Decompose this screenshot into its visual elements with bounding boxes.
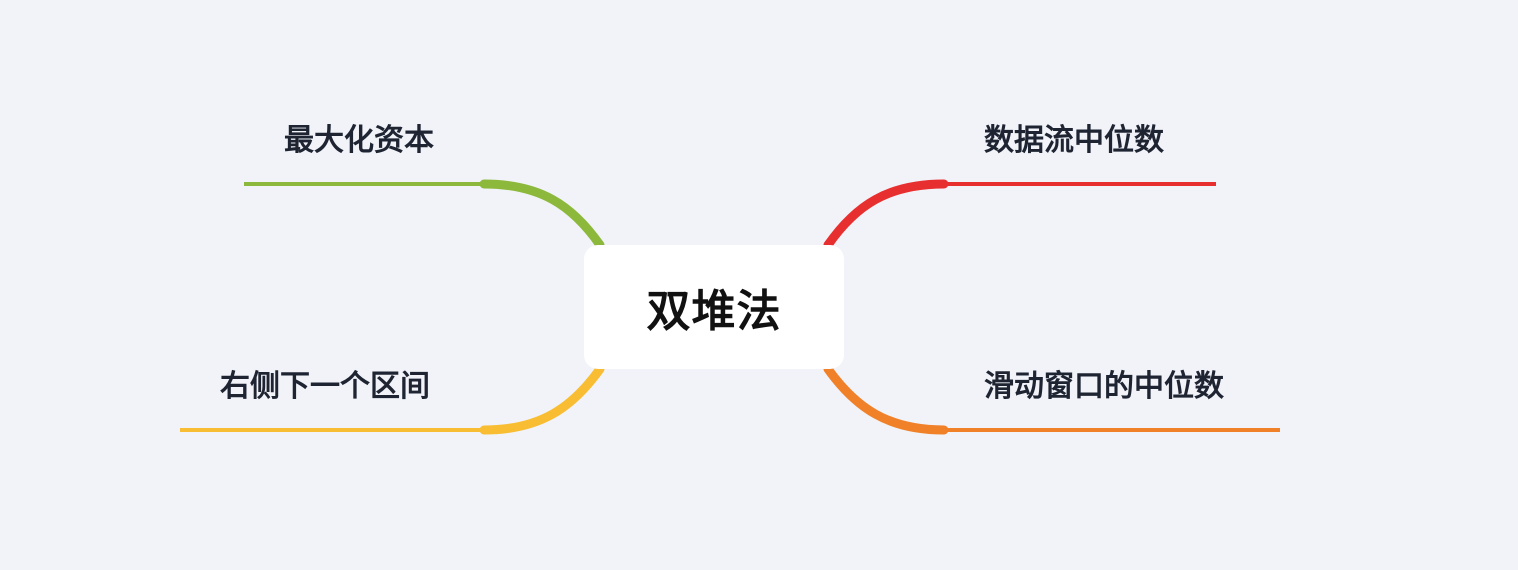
branch-label-window-median[interactable]: 滑动窗口的中位数 bbox=[984, 369, 1224, 404]
center-node[interactable]: 双堆法 bbox=[584, 245, 844, 369]
branch-connector-stream-median-thick bbox=[823, 179, 949, 250]
branch-label-max-capital[interactable]: 最大化资本 bbox=[284, 123, 434, 158]
branch-label-next-interval[interactable]: 右侧下一个区间 bbox=[220, 369, 430, 404]
branch-label-stream-median[interactable]: 数据流中位数 bbox=[984, 123, 1164, 158]
branch-connector-window-median-thick bbox=[823, 364, 949, 435]
branch-connector-next-interval-thick bbox=[479, 364, 605, 435]
center-node-label: 双堆法 bbox=[646, 286, 782, 337]
branch-connector-max-capital-thick bbox=[479, 179, 605, 250]
